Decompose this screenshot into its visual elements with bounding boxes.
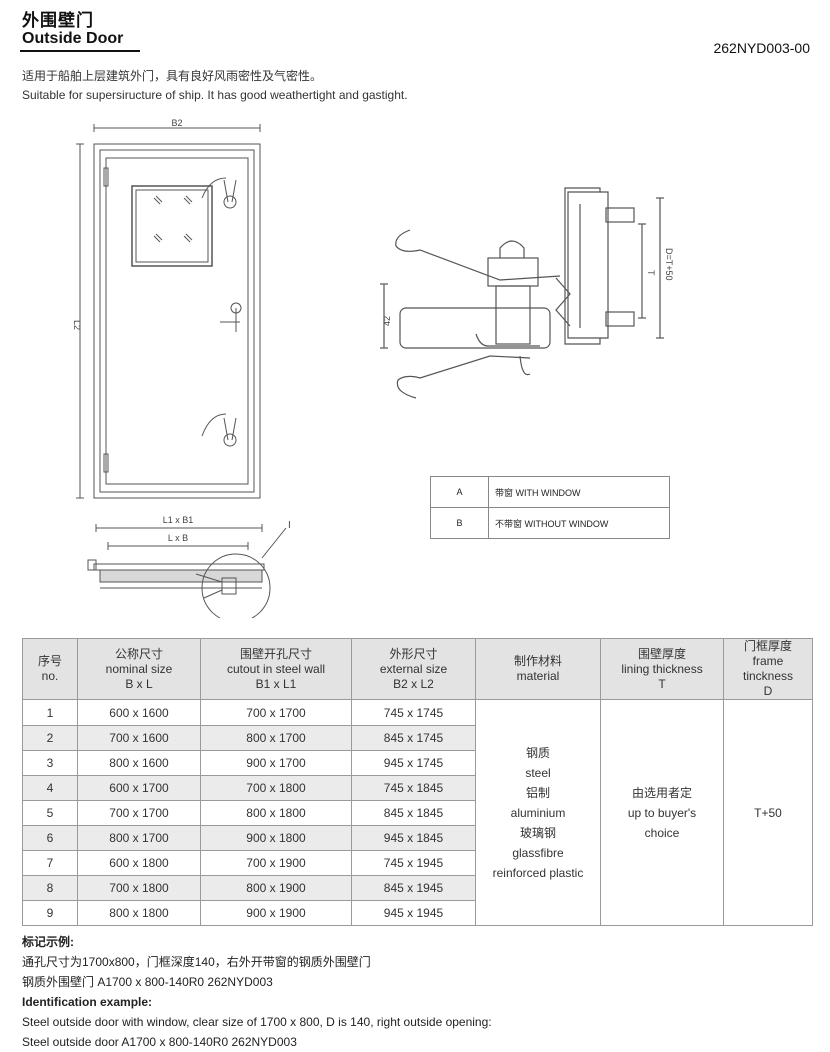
- variant-legend: A 带窗 WITH WINDOW B 不带窗 WITHOUT WINDOW: [430, 476, 670, 539]
- cell-external: 945 x 1945: [351, 900, 476, 926]
- label-l2: L2: [72, 320, 82, 330]
- cell-external: 945 x 1845: [351, 825, 476, 851]
- cell-external: 745 x 1745: [351, 699, 476, 726]
- cell-external: 845 x 1945: [351, 875, 476, 901]
- handle-section-view: 42 T D=T+50: [380, 187, 674, 399]
- legend-row: A 带窗 WITH WINDOW: [430, 476, 670, 508]
- cell-cutout: 700 x 1700: [200, 699, 352, 726]
- label-b2: B2: [171, 118, 182, 128]
- cell-no: 9: [22, 900, 78, 926]
- cell-nominal: 600 x 1600: [77, 699, 201, 726]
- cell-external: 745 x 1845: [351, 775, 476, 801]
- legend-key: B: [430, 507, 489, 539]
- page-title-en: Outside Door: [22, 30, 124, 47]
- cell-cutout: 900 x 1700: [200, 750, 352, 776]
- label-detail-i: I: [288, 520, 291, 531]
- cell-no: 2: [22, 725, 78, 751]
- cell-no: 8: [22, 875, 78, 901]
- notes-label-en: Identification example:: [22, 995, 153, 1009]
- legend-text: 不带窗 WITHOUT WINDOW: [488, 507, 670, 539]
- cell-cutout: 800 x 1700: [200, 725, 352, 751]
- table-row: 1 600 x 1600 700 x 1700 745 x 1745 钢质 st…: [22, 699, 813, 926]
- cell-cutout: 900 x 1900: [200, 900, 352, 926]
- cell-nominal: 700 x 1600: [77, 725, 201, 751]
- table-row: 2 700 x 1600 800 x 1700 845 x 1745: [22, 725, 813, 751]
- cell-nominal: 800 x 1800: [77, 900, 201, 926]
- cell-cutout: 800 x 1900: [200, 875, 352, 901]
- notes-line2-en: Steel outside door A1700 x 800-140R0 262…: [22, 1035, 297, 1049]
- description-cn: 适用于船舶上层建筑外门，具有良好风雨密性及气密性。: [22, 69, 323, 83]
- notes-line1-en: Steel outside door with window, clear si…: [22, 1015, 492, 1029]
- legend-text: 带窗 WITH WINDOW: [488, 476, 670, 508]
- cell-nominal: 700 x 1700: [77, 800, 201, 826]
- cell-no: 1: [22, 699, 78, 726]
- legend-row: B 不带窗 WITHOUT WINDOW: [430, 507, 670, 539]
- cell-nominal: 700 x 1800: [77, 875, 201, 901]
- legend-key: A: [430, 476, 489, 508]
- label-l1b1: L1 x B1: [163, 515, 194, 525]
- cell-cutout: 800 x 1800: [200, 800, 352, 826]
- cell-no: 5: [22, 800, 78, 826]
- cell-frame: T+50: [723, 699, 813, 926]
- label-t: T: [646, 270, 656, 276]
- cell-cutout: 900 x 1800: [200, 825, 352, 851]
- cell-nominal: 800 x 1700: [77, 825, 201, 851]
- drawing-code: 262NYD003-00: [713, 40, 810, 56]
- label-lb: L x B: [168, 533, 188, 543]
- identification-notes: 标记示例: 通孔尺寸为1700x800，门框深度140，右外开带窗的钢质外围壁门…: [22, 932, 492, 1052]
- cell-nominal: 600 x 1700: [77, 775, 201, 801]
- table-row: 9 800 x 1800 900 x 1900 945 x 1945: [22, 900, 813, 926]
- cell-nominal: 800 x 1600: [77, 750, 201, 776]
- door-front-view: B2 L2: [72, 118, 261, 499]
- cell-cutout: 700 x 1900: [200, 850, 352, 876]
- cell-material: 钢质 steel 铝制 aluminium 玻璃钢 glassfibre rei…: [475, 699, 601, 926]
- page-title-cn: 外围壁门: [22, 11, 94, 30]
- cell-external: 945 x 1745: [351, 750, 476, 776]
- cell-no: 6: [22, 825, 78, 851]
- notes-line2-cn: 钢质外围壁门 A1700 x 800-140R0 262NYD003: [22, 975, 273, 989]
- cell-cutout: 700 x 1800: [200, 775, 352, 801]
- cell-nominal: 600 x 1800: [77, 850, 201, 876]
- label-d: D=T+50: [664, 248, 674, 281]
- cell-external: 845 x 1745: [351, 725, 476, 751]
- table-row: 8 700 x 1800 800 x 1900 845 x 1945: [22, 875, 813, 901]
- title-underline: [20, 50, 140, 52]
- cell-external: 845 x 1845: [351, 800, 476, 826]
- table-row: 4 600 x 1700 700 x 1800 745 x 1845: [22, 775, 813, 801]
- notes-line1-cn: 通孔尺寸为1700x800，门框深度140，右外开带窗的钢质外围壁门: [22, 955, 371, 969]
- cell-external: 745 x 1945: [351, 850, 476, 876]
- cell-no: 3: [22, 750, 78, 776]
- notes-label-cn: 标记示例:: [22, 935, 74, 949]
- label-42: 42: [382, 316, 392, 326]
- table-row: 6 800 x 1700 900 x 1800 945 x 1845: [22, 825, 813, 851]
- cell-no: 7: [22, 850, 78, 876]
- door-plan-view: L1 x B1 L x B I: [87, 515, 291, 618]
- cell-no: 4: [22, 775, 78, 801]
- table-row: 3 800 x 1600 900 x 1700 945 x 1745: [22, 750, 813, 776]
- cell-lining: 由选用者定 up to buyer's choice: [600, 699, 724, 926]
- description-en: Suitable for supersiructure of ship. It …: [22, 88, 408, 102]
